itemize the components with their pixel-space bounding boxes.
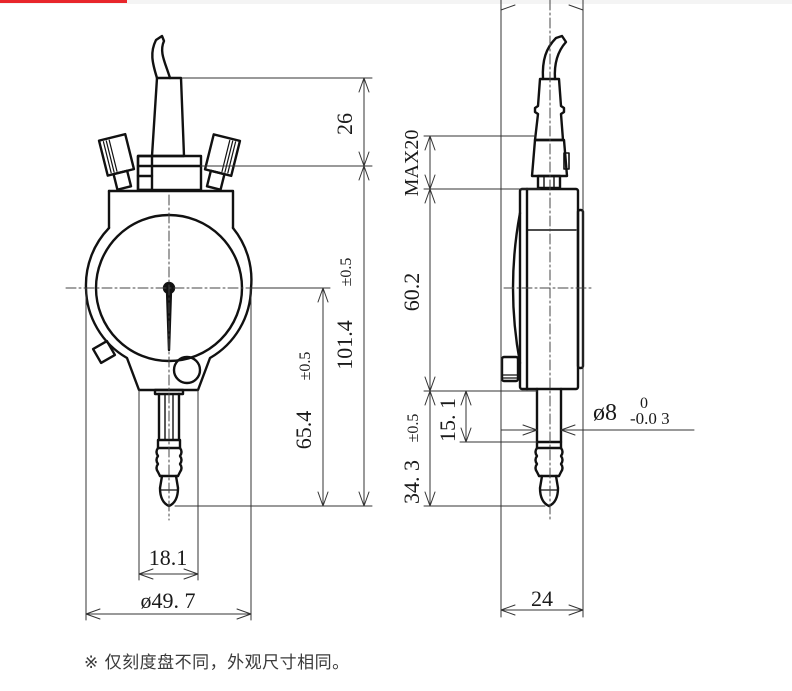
dim-total-height: 101.4 xyxy=(332,320,357,370)
dim-stem-diameter-lower-tol: -0.0 3 xyxy=(630,409,670,428)
dim-stem-height: 26 xyxy=(332,113,357,135)
dim-stem-diameter-upper-tol: 0 xyxy=(640,395,648,412)
front-dimension-lines xyxy=(85,77,373,621)
side-centerlines xyxy=(503,0,593,521)
dim-dial-diameter: ø49. 7 xyxy=(141,588,196,613)
dim-body-height: 60.2 xyxy=(399,273,424,312)
side-arrowheads xyxy=(424,4,584,616)
top-bar xyxy=(0,0,792,4)
dim-thickness: 24 xyxy=(531,586,553,611)
footnote: ※ 仅刻度盘不同，外观尺寸相同。 xyxy=(84,653,350,673)
dim-tip-length-tol: ±0.5 xyxy=(405,414,422,443)
dim-cap-height: MAX20 xyxy=(401,130,423,197)
dim-center-to-tip-tol: ±0.5 xyxy=(297,352,314,381)
accent-bar xyxy=(0,0,127,3)
front-centerlines xyxy=(65,194,273,521)
dim-stem-section: 15. 1 xyxy=(435,398,460,442)
dim-tip-length: 34. 3 xyxy=(399,460,424,504)
dim-stem-diameter: ø8 xyxy=(593,400,617,426)
side-view xyxy=(500,34,585,508)
front-arrowheads xyxy=(85,77,370,620)
dim-total-height-tol: ±0.5 xyxy=(338,258,355,287)
side-dimension-lines xyxy=(423,0,695,618)
dim-lower-width: 18.1 xyxy=(149,545,188,570)
dim-center-to-tip: 65.4 xyxy=(291,411,316,450)
